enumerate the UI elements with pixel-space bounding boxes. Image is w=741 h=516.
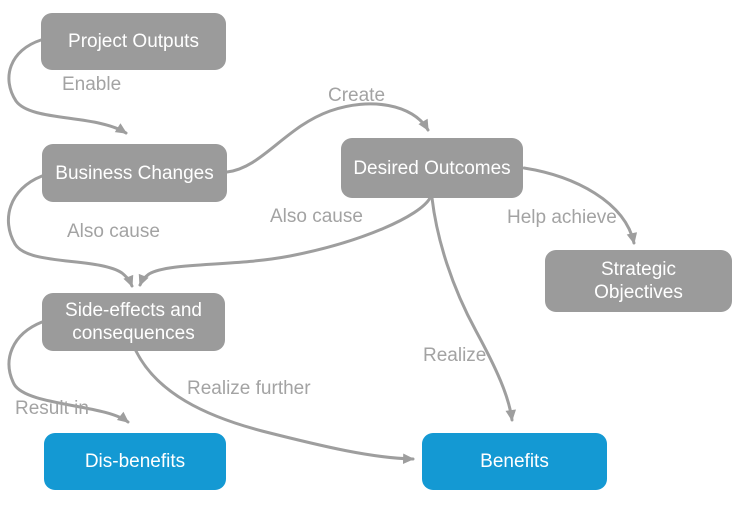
node-label: Benefits (480, 451, 549, 472)
edge-label-result-in: Result in (15, 398, 89, 419)
node-side-effects-and-consequences: Side-effects and consequences (42, 293, 225, 351)
edge-label-also-cause-right: Also cause (270, 206, 363, 227)
edge-label-create: Create (328, 85, 386, 106)
edge-also-cause-from-desired-outcomes (138, 196, 432, 287)
edge-realize (430, 196, 517, 422)
node-project-outputs: Project Outputs (41, 13, 226, 70)
edge-label-help-achieve: Help achieve (507, 207, 617, 228)
node-label: Dis-benefits (84, 451, 186, 472)
edge-create (225, 102, 430, 174)
node-benefits: Benefits (422, 433, 607, 490)
node-label: Strategic Objectives (594, 259, 683, 303)
edge-also-cause-from-business-changes (6, 174, 134, 288)
edge-enable (7, 38, 128, 135)
node-label: Business Changes (55, 162, 214, 184)
edge-label-realize: Realize (423, 345, 487, 366)
edge-label-realize-further: Realize further (187, 378, 311, 399)
node-desired-outcomes: Desired Outcomes (341, 138, 523, 198)
node-dis-benefits: Dis-benefits (44, 433, 226, 490)
edge-label-also-cause-left: Also cause (67, 221, 160, 242)
node-label: Side-effects and consequences (65, 300, 202, 344)
edge-help-achieve (522, 166, 638, 245)
edge-label-enable: Enable (62, 74, 122, 95)
node-business-changes: Business Changes (42, 144, 227, 202)
node-label: Desired Outcomes (353, 157, 511, 179)
node-label: Project Outputs (68, 31, 199, 52)
edge-result-in (7, 320, 130, 424)
node-strategic-objectives: Strategic Objectives (545, 250, 732, 312)
edge-realize-further (134, 349, 415, 465)
